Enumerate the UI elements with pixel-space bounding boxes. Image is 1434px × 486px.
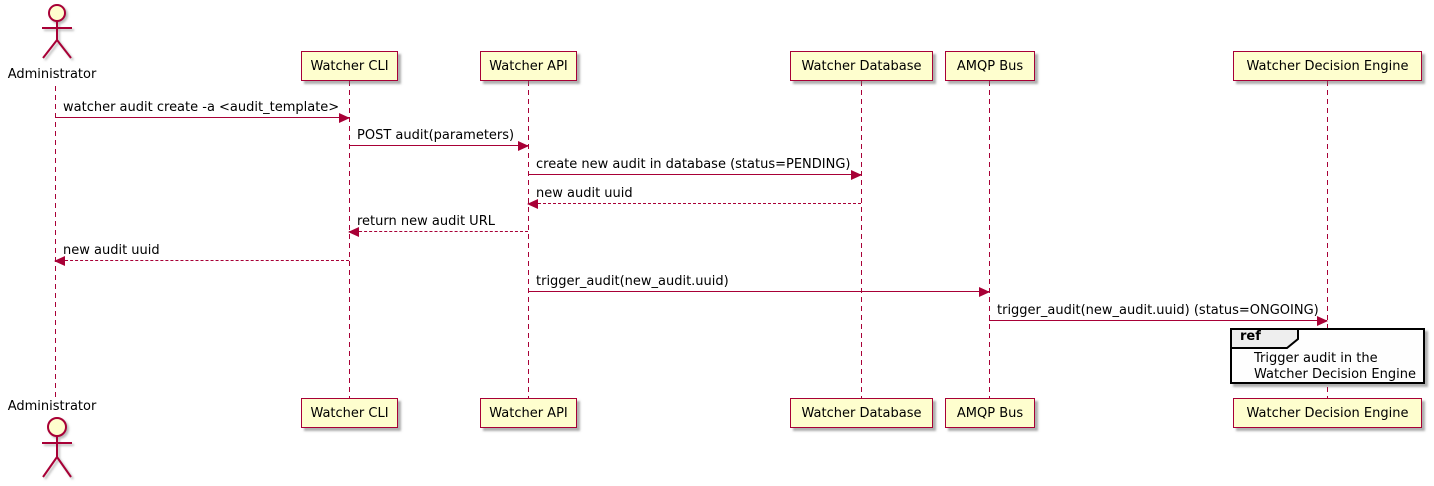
arrowhead-right-icon [1317,316,1328,326]
message-create-audit-db: create new audit in database (status=PEN… [528,156,862,180]
participant-amqp-bus-top: AMQP Bus [945,51,1035,81]
lifeline-administrator [55,86,56,397]
actor-administrator-bottom-label: Administrator [7,399,97,414]
arrowhead-left-icon [527,199,538,209]
participant-amqp-bus-bottom: AMQP Bus [945,398,1035,428]
ref-text-line2: Watcher Decision Engine [1254,367,1416,382]
participant-watcher-database-top: Watcher Database [790,51,933,81]
message-return-audit-url: return new audit URL [348,213,528,237]
participant-label: Watcher Database [801,58,922,74]
message-label: trigger_audit(new_audit.uuid) [536,274,729,289]
arrowhead-right-icon [339,113,350,123]
participant-watcher-cli-top: Watcher CLI [301,51,398,81]
participant-label: Watcher Database [801,405,922,421]
participant-label: AMQP Bus [956,405,1024,421]
arrowhead-left-icon [54,256,65,266]
lifeline-amqp-bus [989,81,990,398]
message-label: new audit uuid [63,243,160,258]
message-line [55,117,349,118]
participant-watcher-api-top: Watcher API [480,51,577,81]
actor-icon [36,415,78,483]
arrowhead-right-icon [979,287,990,297]
participant-label: Watcher Decision Engine [1246,405,1409,421]
ref-text-line1: Trigger audit in the [1254,351,1378,366]
lifeline-watcher-api [528,81,529,398]
lifeline-watcher-database [861,81,862,398]
message-label: watcher audit create -a <audit_template> [63,100,340,115]
message-line [349,231,528,232]
ref-fragment: ref Trigger audit in the Watcher Decisio… [1230,328,1425,384]
message-trigger-audit: trigger_audit(new_audit.uuid) [528,273,990,297]
participant-watcher-api-bottom: Watcher API [480,398,577,428]
message-line [349,145,528,146]
message-line [528,291,989,292]
arrowhead-right-icon [851,170,862,180]
lifeline-watcher-decision-engine [1327,81,1328,398]
message-audit-create: watcher audit create -a <audit_template> [55,99,350,123]
message-new-audit-uuid-return-db: new audit uuid [527,185,861,209]
message-label: new audit uuid [536,186,633,201]
participant-watcher-decision-engine-top: Watcher Decision Engine [1233,51,1422,81]
ref-tab: ref [1230,328,1300,349]
message-post-audit: POST audit(parameters) [349,127,529,151]
ref-keyword: ref [1240,329,1261,344]
actor-administrator-top-label: Administrator [7,67,97,82]
message-label: return new audit URL [357,214,495,229]
participant-label: Watcher CLI [310,405,389,421]
arrowhead-left-icon [348,227,359,237]
participant-label: Watcher API [489,58,568,74]
lifeline-watcher-cli [349,81,350,398]
participant-watcher-database-bottom: Watcher Database [790,398,933,428]
message-line [528,203,861,204]
participant-label: Watcher API [489,405,568,421]
actor-icon [36,2,78,64]
participant-label: AMQP Bus [956,58,1024,74]
message-new-audit-uuid-return-cli: new audit uuid [54,242,349,266]
message-line [55,260,349,261]
message-label: trigger_audit(new_audit.uuid) (status=ON… [997,303,1319,318]
message-trigger-audit-ongoing: trigger_audit(new_audit.uuid) (status=ON… [989,302,1328,326]
message-line [528,174,861,175]
message-label: POST audit(parameters) [357,128,515,143]
participant-watcher-cli-bottom: Watcher CLI [301,398,398,428]
participant-label: Watcher Decision Engine [1246,58,1409,74]
participant-label: Watcher CLI [310,58,389,74]
message-line [989,320,1327,321]
message-label: create new audit in database (status=PEN… [536,157,851,172]
participant-watcher-decision-engine-bottom: Watcher Decision Engine [1233,398,1422,428]
arrowhead-right-icon [518,141,529,151]
